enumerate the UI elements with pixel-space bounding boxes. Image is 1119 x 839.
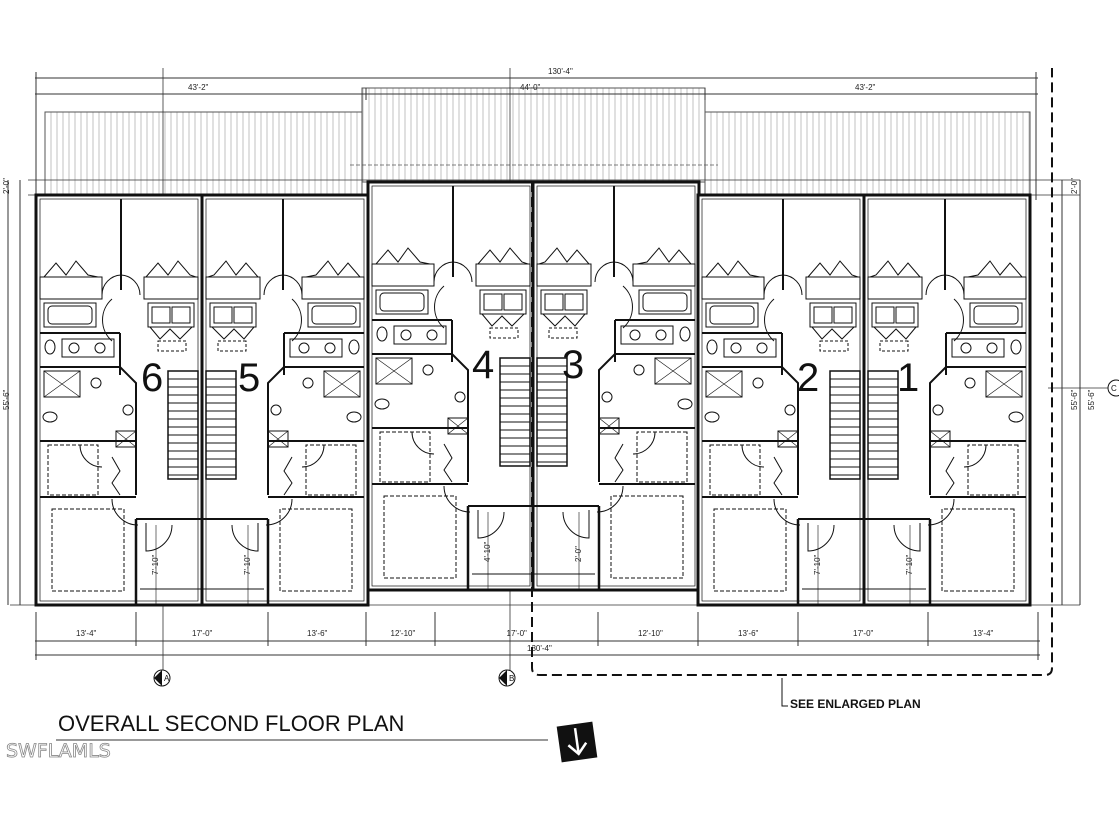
drawing-title: OVERALL SECOND FLOOR PLAN [58, 711, 404, 736]
overall-bottom-dimension: 130'-4" [527, 644, 552, 653]
balcony-dimension: 7'-10" [243, 554, 252, 575]
top-dimension-left: 43'-2" [188, 83, 209, 92]
grid-bubble-label: C [1111, 384, 1117, 393]
stair [867, 370, 899, 480]
unit-number: 6 [141, 356, 163, 400]
right-offset-dimension: 2'-0" [1070, 178, 1079, 194]
balcony-dimension: 7'-10" [813, 554, 822, 575]
unit-plan [862, 193, 1032, 607]
bottom-dimension-label: 13'-4" [76, 629, 97, 638]
see-enlarged-plan-note: SEE ENLARGED PLAN [790, 697, 921, 711]
stair [829, 370, 861, 480]
bottom-dimension-label: 12'-10" [638, 629, 663, 638]
unit-number: 2 [797, 356, 819, 400]
roof-left [44, 111, 363, 196]
right-depth-outer-dimension: 55'-6" [1087, 389, 1096, 410]
enlarged-plan-boundary [531, 68, 1053, 676]
grid-bubble-b: B [498, 669, 516, 687]
unit-4: 4 4'-10" [366, 180, 536, 592]
unit-6: 6 7'-10" [34, 193, 204, 607]
grid-bubble-label: B [509, 674, 514, 683]
balcony-dimension: 2'-0" [574, 546, 583, 562]
unit-plan [531, 180, 701, 592]
unit-2: 2 7'-10" [696, 193, 866, 607]
grid-bubble-label: A [164, 674, 170, 683]
enlarged-plan-leader [781, 678, 788, 707]
bottom-dimension-lines [35, 612, 1040, 660]
north-arrow-icon [556, 721, 598, 763]
balcony-dimension: 4'-10" [483, 541, 492, 562]
balcony-dimension: 7'-10" [151, 554, 160, 575]
stair [205, 370, 237, 480]
roof-right [704, 111, 1031, 196]
bottom-dimension-label: 17'-0" [507, 629, 528, 638]
bottom-dimension-label: 17'-0" [192, 629, 213, 638]
right-depth-inner-dimension: 55'-6" [1070, 389, 1079, 410]
bottom-dimension-label: 12'-10" [391, 629, 416, 638]
bottom-dimension-labels: 13'-4" 17'-0" 13'-6" 12'-10" 17'-0" 12'-10" 13… [76, 629, 994, 638]
bottom-dimension-label: 17'-0" [853, 629, 874, 638]
unit-number: 4 [472, 343, 494, 387]
unit-plan [366, 180, 536, 592]
unit-number: 5 [238, 356, 260, 400]
watermark-logo: SWFLAMLS [6, 740, 111, 762]
roof-areas [44, 87, 1031, 196]
unit-1: 1 7'-10" [862, 193, 1032, 607]
unit-number: 1 [897, 356, 919, 400]
roof-center [361, 87, 706, 183]
bottom-dimension-label: 13'-6" [307, 629, 328, 638]
overall-top-dimension: 130'-4" [548, 67, 573, 76]
bottom-dimension-label: 13'-4" [973, 629, 994, 638]
stair [536, 357, 568, 467]
unit-plan [200, 193, 370, 607]
top-dimension-center: 44'-0" [520, 83, 541, 92]
unit-plan [34, 193, 204, 607]
grid-bubble-a: A [153, 669, 171, 687]
unit-3: 3 2'-0" [531, 180, 701, 592]
grid-bubble-c: C [1107, 379, 1119, 397]
townhouse-units: 6 7'-10" 5 7'-10" 4 4'-10" 3 2'-0" 2 7'-10" 1 7'-10… [34, 180, 1032, 607]
left-depth-dimension: 55'-6" [2, 389, 11, 410]
top-dimension-right: 43'-2" [855, 83, 876, 92]
unit-plan [696, 193, 866, 607]
stair [167, 370, 199, 480]
stair [499, 357, 531, 467]
left-offset-dimension: 2'-0" [2, 178, 11, 194]
bottom-dimension-label: 13'-6" [738, 629, 759, 638]
unit-number: 3 [562, 343, 584, 387]
unit-5: 5 7'-10" [200, 193, 370, 607]
balcony-dimension: 7'-10" [905, 554, 914, 575]
